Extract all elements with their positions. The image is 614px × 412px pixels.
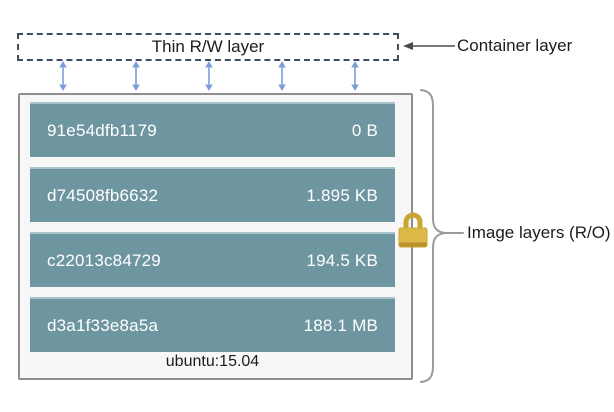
curly-brace [420,89,464,383]
image-layers-annotation: Image layers (R/O) [467,223,611,242]
lock-icon [398,212,428,248]
image-layer-row: d74508fb6632 1.895 KB [30,167,395,222]
left-arrow-icon [403,42,455,50]
image-layer-row: d3a1f33e8a5a 188.1 MB [30,297,395,352]
container-layer-annotation: Container layer [457,36,573,55]
double-headed-arrow-icon [205,61,213,91]
layer-hash: d3a1f33e8a5a [47,315,159,335]
layer-size: 194.5 KB [306,250,378,270]
double-headed-arrow-icon [351,61,359,91]
layer-hash: d74508fb6632 [47,185,159,205]
container-layer-box-label: Thin R/W layer [151,37,265,56]
layer-hash: 91e54dfb1179 [47,120,157,140]
double-headed-arrow-icon [59,61,67,91]
container-layer-box: Thin R/W layer [17,33,399,61]
image-layers-box: 91e54dfb1179 0 B d74508fb6632 1.895 KB c… [18,93,413,380]
image-layer-row: c22013c84729 194.5 KB [30,232,395,287]
layer-size: 1.895 KB [306,185,378,205]
image-layer-row: 91e54dfb1179 0 B [30,102,395,157]
layer-hash: c22013c84729 [47,250,161,270]
double-headed-arrow-icon [278,61,286,91]
layer-size: 0 B [351,120,378,140]
image-name-caption: ubuntu:15.04 [165,353,260,370]
double-headed-arrow-icon [132,61,140,91]
layer-size: 188.1 MB [303,315,378,335]
